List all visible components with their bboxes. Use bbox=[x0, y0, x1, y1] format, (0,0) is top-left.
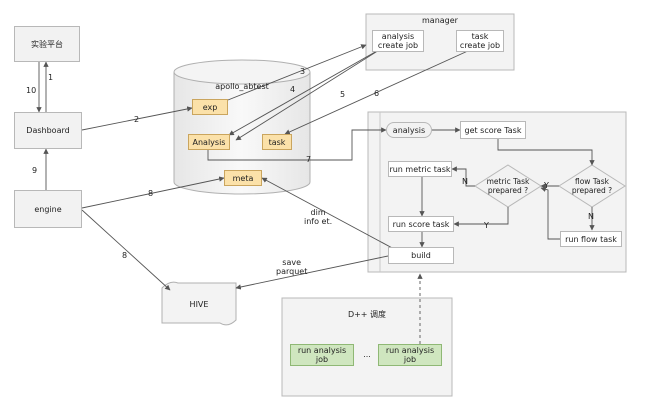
edge-label-8-hive: 8 bbox=[122, 251, 128, 260]
edge-label-10: 10 bbox=[26, 86, 37, 95]
build-node: build bbox=[388, 247, 454, 264]
edge-3 bbox=[227, 44, 367, 101]
hive-shape bbox=[161, 281, 237, 326]
edge-2 bbox=[81, 106, 193, 131]
edge-label-n-metric: N bbox=[462, 177, 468, 186]
edge-8-meta bbox=[81, 176, 225, 209]
edge-label-4: 4 bbox=[290, 85, 296, 94]
edge-label-y-metric: Y bbox=[484, 221, 489, 230]
hive-label: HIVE bbox=[189, 299, 209, 309]
edge-label-6: 6 bbox=[374, 89, 380, 98]
db-title: apollo_abtest bbox=[215, 82, 269, 91]
run-score-task-node: run score task bbox=[388, 216, 454, 232]
edge-label-5: 5 bbox=[340, 90, 346, 99]
dashboard-node: Dashboard bbox=[14, 112, 82, 149]
edge-label-2: 2 bbox=[134, 115, 140, 124]
engine-node: engine bbox=[14, 190, 82, 228]
edge-flowtask-back bbox=[540, 186, 560, 240]
exp-table: exp bbox=[192, 99, 228, 115]
run-flow-task-node: run flow task bbox=[560, 231, 622, 247]
edge-label-8-meta: 8 bbox=[148, 189, 154, 198]
edge-label-9: 9 bbox=[32, 166, 38, 175]
analysis-table: Analysis bbox=[188, 134, 230, 150]
edge-label-1: 1 bbox=[48, 73, 54, 82]
edge-5 bbox=[235, 46, 385, 141]
dpp-ellipsis: ... bbox=[363, 350, 371, 359]
edge-metric-y bbox=[453, 207, 509, 227]
edge-label-7: 7 bbox=[306, 155, 312, 164]
manager-title: manager bbox=[422, 16, 458, 25]
edge-label-3: 3 bbox=[300, 67, 306, 76]
edge-label-n-flow: N bbox=[588, 212, 594, 221]
edge-save-parquet bbox=[235, 255, 389, 290]
edge-get-to-flow bbox=[497, 139, 595, 166]
edge-dim-info bbox=[261, 177, 397, 251]
meta-table: meta bbox=[224, 170, 262, 186]
edge-label-dim-info: dim info et. bbox=[304, 208, 333, 226]
get-score-task-node: get score Task bbox=[460, 121, 526, 139]
platform-node: 实验平台 bbox=[14, 26, 80, 62]
task-table: task bbox=[262, 134, 292, 150]
run-analysis-job-2: run analysis job bbox=[378, 344, 442, 366]
metric-decision-label: metric Task prepared ? bbox=[486, 177, 530, 195]
run-analysis-job-1: run analysis job bbox=[290, 344, 354, 366]
edge-label-save-parquet: save parquet bbox=[276, 258, 308, 276]
edge-metric-n bbox=[451, 166, 475, 187]
edge-label-y-flow: Y bbox=[544, 181, 549, 190]
dpp-title: D++ 调度 bbox=[347, 310, 387, 319]
analysis-pill: analysis bbox=[386, 122, 432, 138]
edge-6 bbox=[284, 49, 471, 135]
edge-4 bbox=[228, 46, 385, 136]
analysis-create-job-node: analysis create job bbox=[372, 30, 424, 52]
run-metric-task-node: run metric task bbox=[388, 161, 452, 177]
task-create-job-node: task create job bbox=[456, 30, 504, 52]
edge-8-hive bbox=[81, 209, 171, 291]
edge-7 bbox=[207, 127, 387, 161]
flow-decision-label: flow Task prepared ? bbox=[571, 177, 613, 195]
